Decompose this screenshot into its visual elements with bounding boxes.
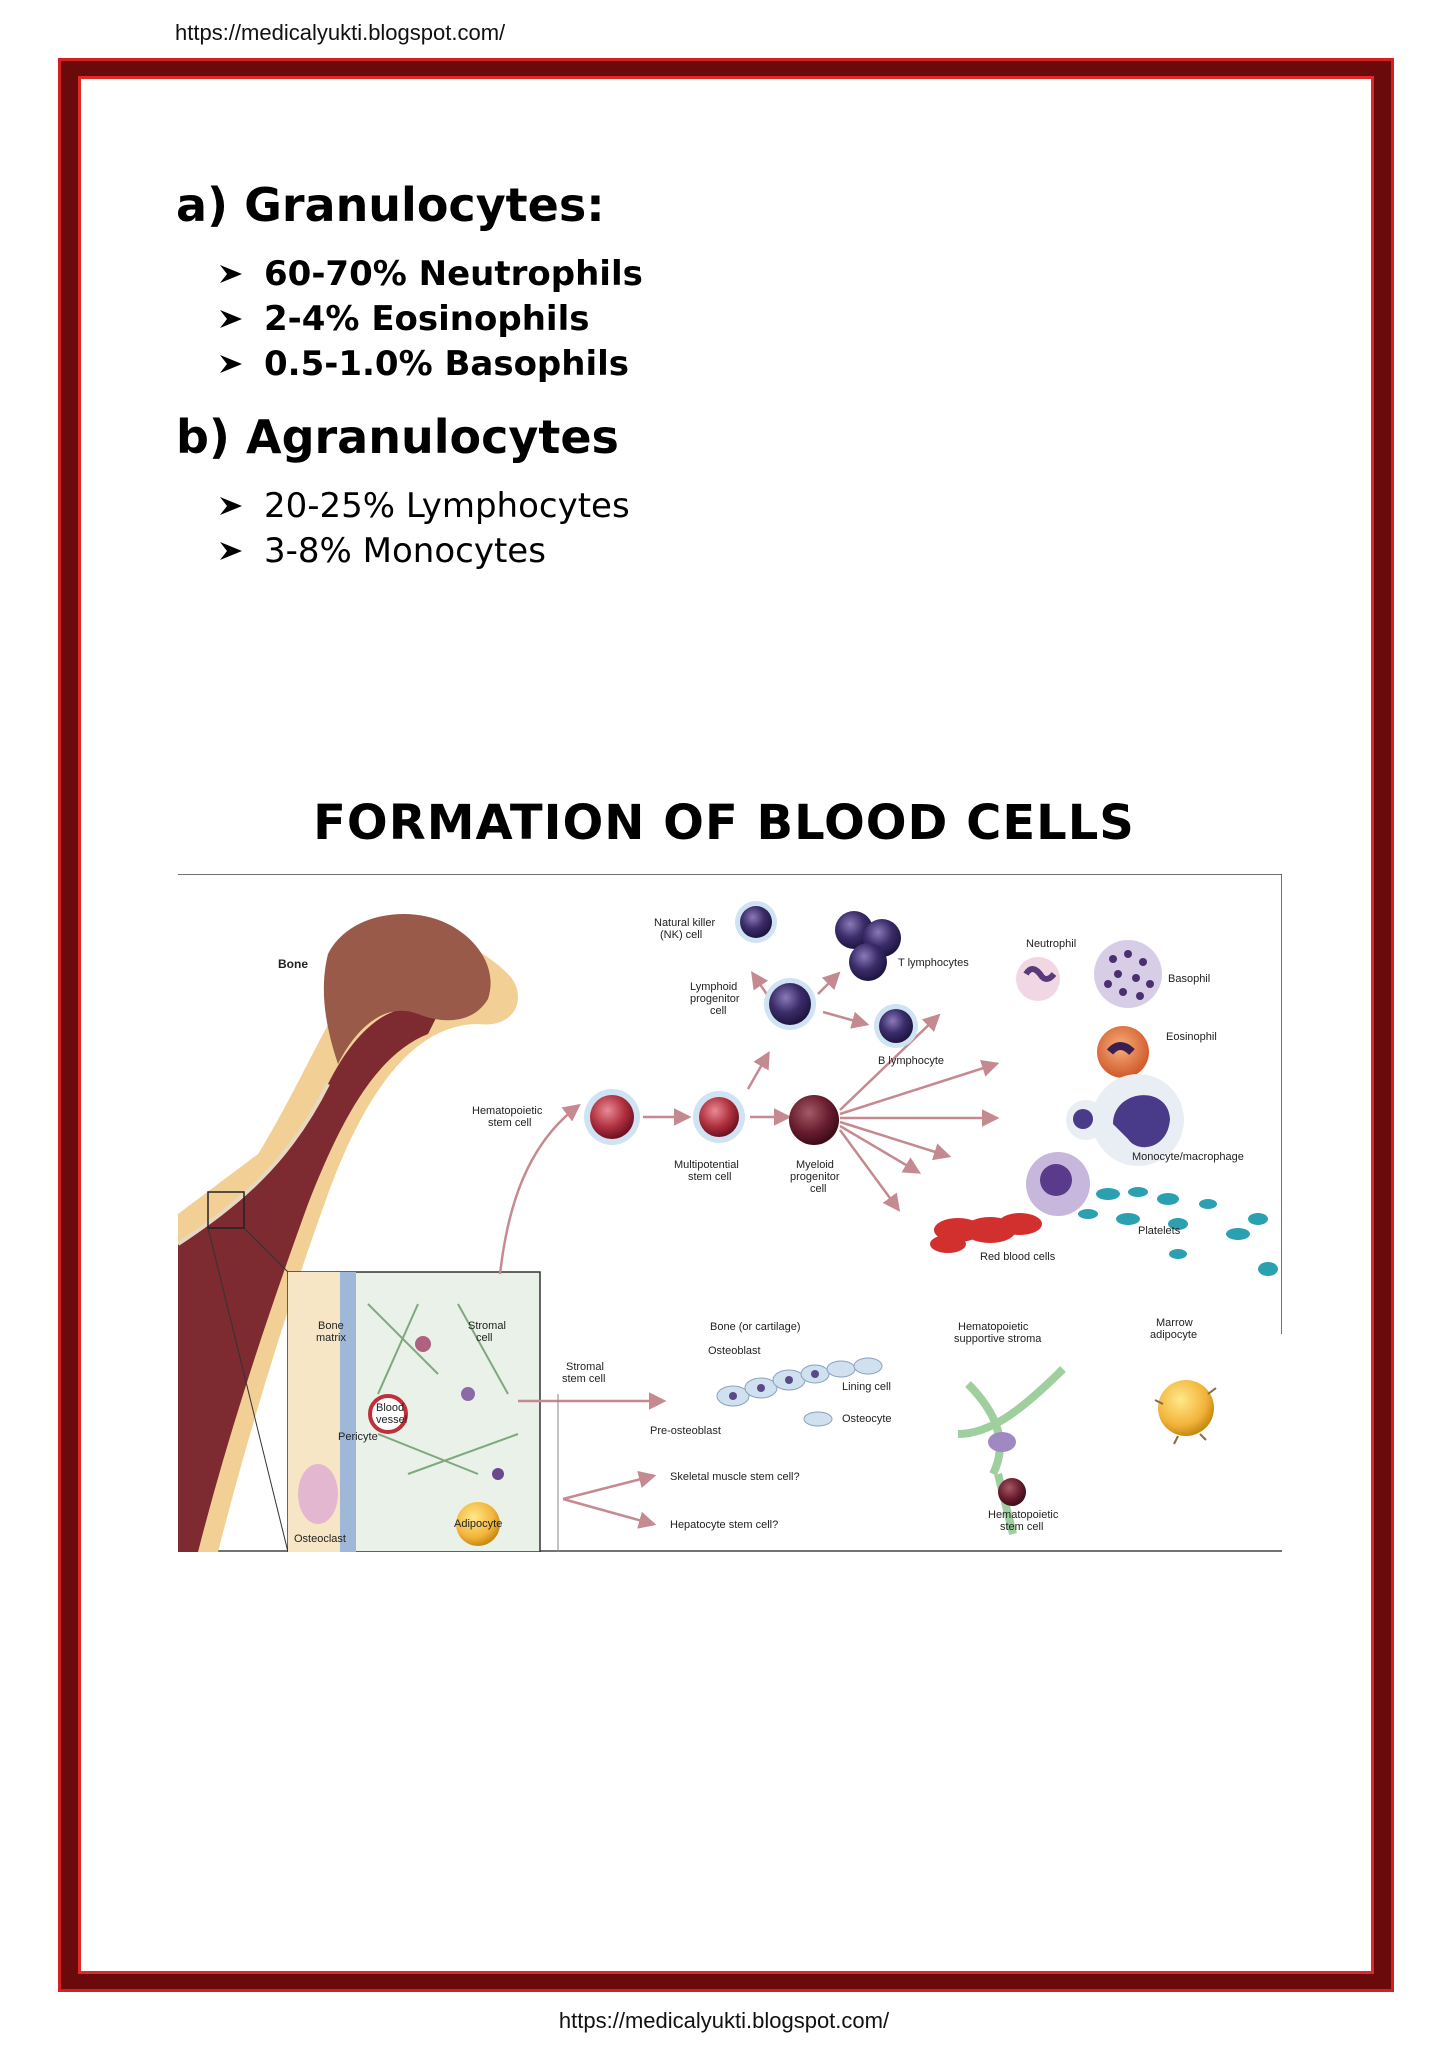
lineage-arrows [498,971,1000,1529]
figure-label: stem cell [562,1373,605,1385]
agranulocytes-list: 20-25% Lymphocytes 3-8% Monocytes [218,484,630,574]
figure-label: Skeletal muscle stem cell? [670,1471,800,1483]
figure-label: Stromal [468,1320,506,1332]
figure-label: progenitor [790,1171,840,1183]
page-frame-inner [78,76,1374,1974]
figure-label: Blood [376,1402,404,1414]
bone-illustration: Bone [178,914,518,1552]
granulocytes-heading: a) Granulocytes: [176,178,605,232]
figure-label: (NK) cell [660,929,702,941]
granulocytes-list: 60-70% Neutrophils 2-4% Eosinophils 0.5-… [218,252,643,387]
figure-label: Multipotential [674,1159,739,1171]
list-item: 60-70% Neutrophils [218,252,643,297]
figure-label: matrix [316,1332,346,1344]
figure-label: Adipocyte [454,1518,502,1530]
figure-label: T lymphocytes [898,957,969,969]
arrow-bullet-icon [218,484,248,529]
list-item: 20-25% Lymphocytes [218,484,630,529]
figure-label: B lymphocyte [878,1055,944,1067]
figure-label: progenitor [690,993,740,1005]
figure-label: Lymphoid [690,981,737,993]
figure-label: cell [810,1183,827,1195]
figure-label: Osteocyte [842,1413,892,1425]
footer-url[interactable]: https://medicalyukti.blogspot.com/ [558,2008,890,2033]
figure-label: Natural killer [654,917,715,929]
marrow-inset: Bone matrix Stromal cell Blood vessel Pe… [287,1271,541,1552]
blood-cell-formation-figure: Bone Bone matrix Stromal cell Blood vess… [178,874,1282,1552]
figure-label: Myeloid [796,1159,834,1171]
arrow-bullet-icon [218,297,248,342]
arrow-bullet-icon [218,252,248,297]
figure-label: Hematopoietic [958,1321,1029,1333]
figure-label: supportive stroma [954,1333,1042,1345]
figure-label: Osteoclast [294,1533,346,1545]
figure-label: adipocyte [1150,1329,1197,1341]
arrow-bullet-icon [218,342,248,387]
list-item: 3-8% Monocytes [218,529,630,574]
arrow-bullet-icon [218,529,248,574]
figure-label: Eosinophil [1166,1031,1217,1043]
mature-cells [930,940,1278,1276]
figure-label: vessel [376,1414,407,1426]
figure-label: cell [476,1332,493,1344]
header-url[interactable]: https://medicalyukti.blogspot.com/ [175,20,506,45]
figure-label: stem cell [1000,1521,1043,1533]
figure-label: Bone [278,957,308,971]
stromal-lineage [716,1357,1217,1535]
figure-label: Marrow [1156,1317,1193,1329]
figure-label: Bone (or cartilage) [710,1321,801,1333]
figure-labels: Natural killer (NK) cell T lymphocytes L… [472,917,1244,1533]
figure-label: Pre-osteoblast [650,1425,721,1437]
figure-label: stem cell [688,1171,731,1183]
figure-label: Hematopoietic [988,1509,1059,1521]
list-item: 0.5-1.0% Basophils [218,342,643,387]
figure-label: Hepatocyte stem cell? [670,1519,778,1531]
figure-label: Stromal [566,1361,604,1373]
figure-label: Platelets [1138,1225,1181,1237]
stem-cells [584,901,918,1145]
figure-label: Pericyte [338,1431,378,1443]
figure-label: Osteoblast [708,1345,761,1357]
figure-label: Lining cell [842,1381,891,1393]
figure-label: Monocyte/macrophage [1132,1151,1244,1163]
section-title: FORMATION OF BLOOD CELLS [313,795,1135,851]
figure-label: Hematopoietic [472,1105,543,1117]
figure-label: cell [710,1005,727,1017]
agranulocytes-heading: b) Agranulocytes [176,410,619,464]
figure-label: Basophil [1168,973,1210,985]
list-item: 2-4% Eosinophils [218,297,643,342]
figure-label: stem cell [488,1117,531,1129]
figure-label: Neutrophil [1026,938,1076,950]
figure-label: Bone [318,1320,344,1332]
figure-label: Red blood cells [980,1251,1056,1263]
